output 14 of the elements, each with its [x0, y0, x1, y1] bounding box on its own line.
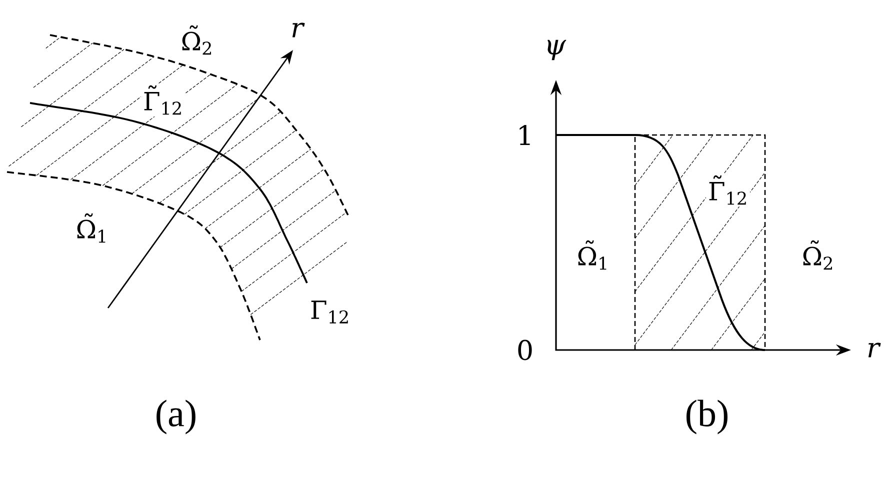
tick-label: 1 — [520, 124, 530, 146]
region-label: Ω̃$_{1}$ — [578, 240, 606, 270]
curve-label: Γ̃$_{12}$ — [140, 83, 186, 117]
region-label: Ω̃$_{1}$ — [77, 213, 106, 243]
curve-label: Γ$_{12}$ — [311, 300, 348, 324]
axis-label: ψ — [548, 40, 566, 60]
axis-label: r — [292, 22, 305, 38]
region-label: Ω̃$_{2}$ — [182, 25, 211, 55]
panel-label: (b) — [686, 400, 728, 434]
panel-label: (a) — [156, 400, 196, 434]
curve-label: Γ̃$_{12}$ — [706, 173, 750, 207]
tick-label: 0 — [518, 340, 532, 360]
region-label: Ω̃$_{2}$ — [803, 240, 832, 270]
axis-label: r — [868, 342, 881, 358]
